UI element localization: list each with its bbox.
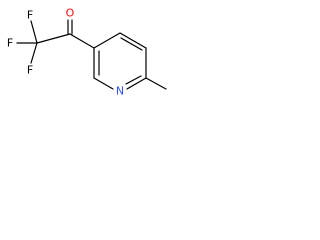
- bond-cf3-carbonyl: [36, 33, 71, 44]
- atom-fluorine-top: F: [27, 9, 33, 22]
- atom-nitrogen: N: [116, 85, 124, 98]
- bond-ring-c4-c5-inner: [120, 37, 143, 51]
- bond-ring-c3-c4: [93, 32, 121, 49]
- atom-labels: F F F O N: [7, 7, 124, 98]
- bonds: [16, 19, 167, 90]
- atom-oxygen: O: [66, 7, 75, 20]
- bond-ring-c6-n: [126, 77, 147, 90]
- bond-ring-methyl: [145, 77, 167, 90]
- bond-cf3-f-bottom: [30, 42, 38, 64]
- bond-cf3-f-top: [30, 20, 38, 44]
- bond-ring-c6-n-inner: [125, 75, 142, 85]
- bond-ring-c4-c5: [119, 32, 147, 49]
- molecule-structure: F F F O N: [7, 7, 167, 98]
- bond-carbonyl-ring: [69, 33, 95, 49]
- atom-fluorine-left: F: [7, 37, 13, 50]
- bond-ring-n-c2: [93, 77, 114, 90]
- atom-fluorine-bottom: F: [27, 64, 33, 77]
